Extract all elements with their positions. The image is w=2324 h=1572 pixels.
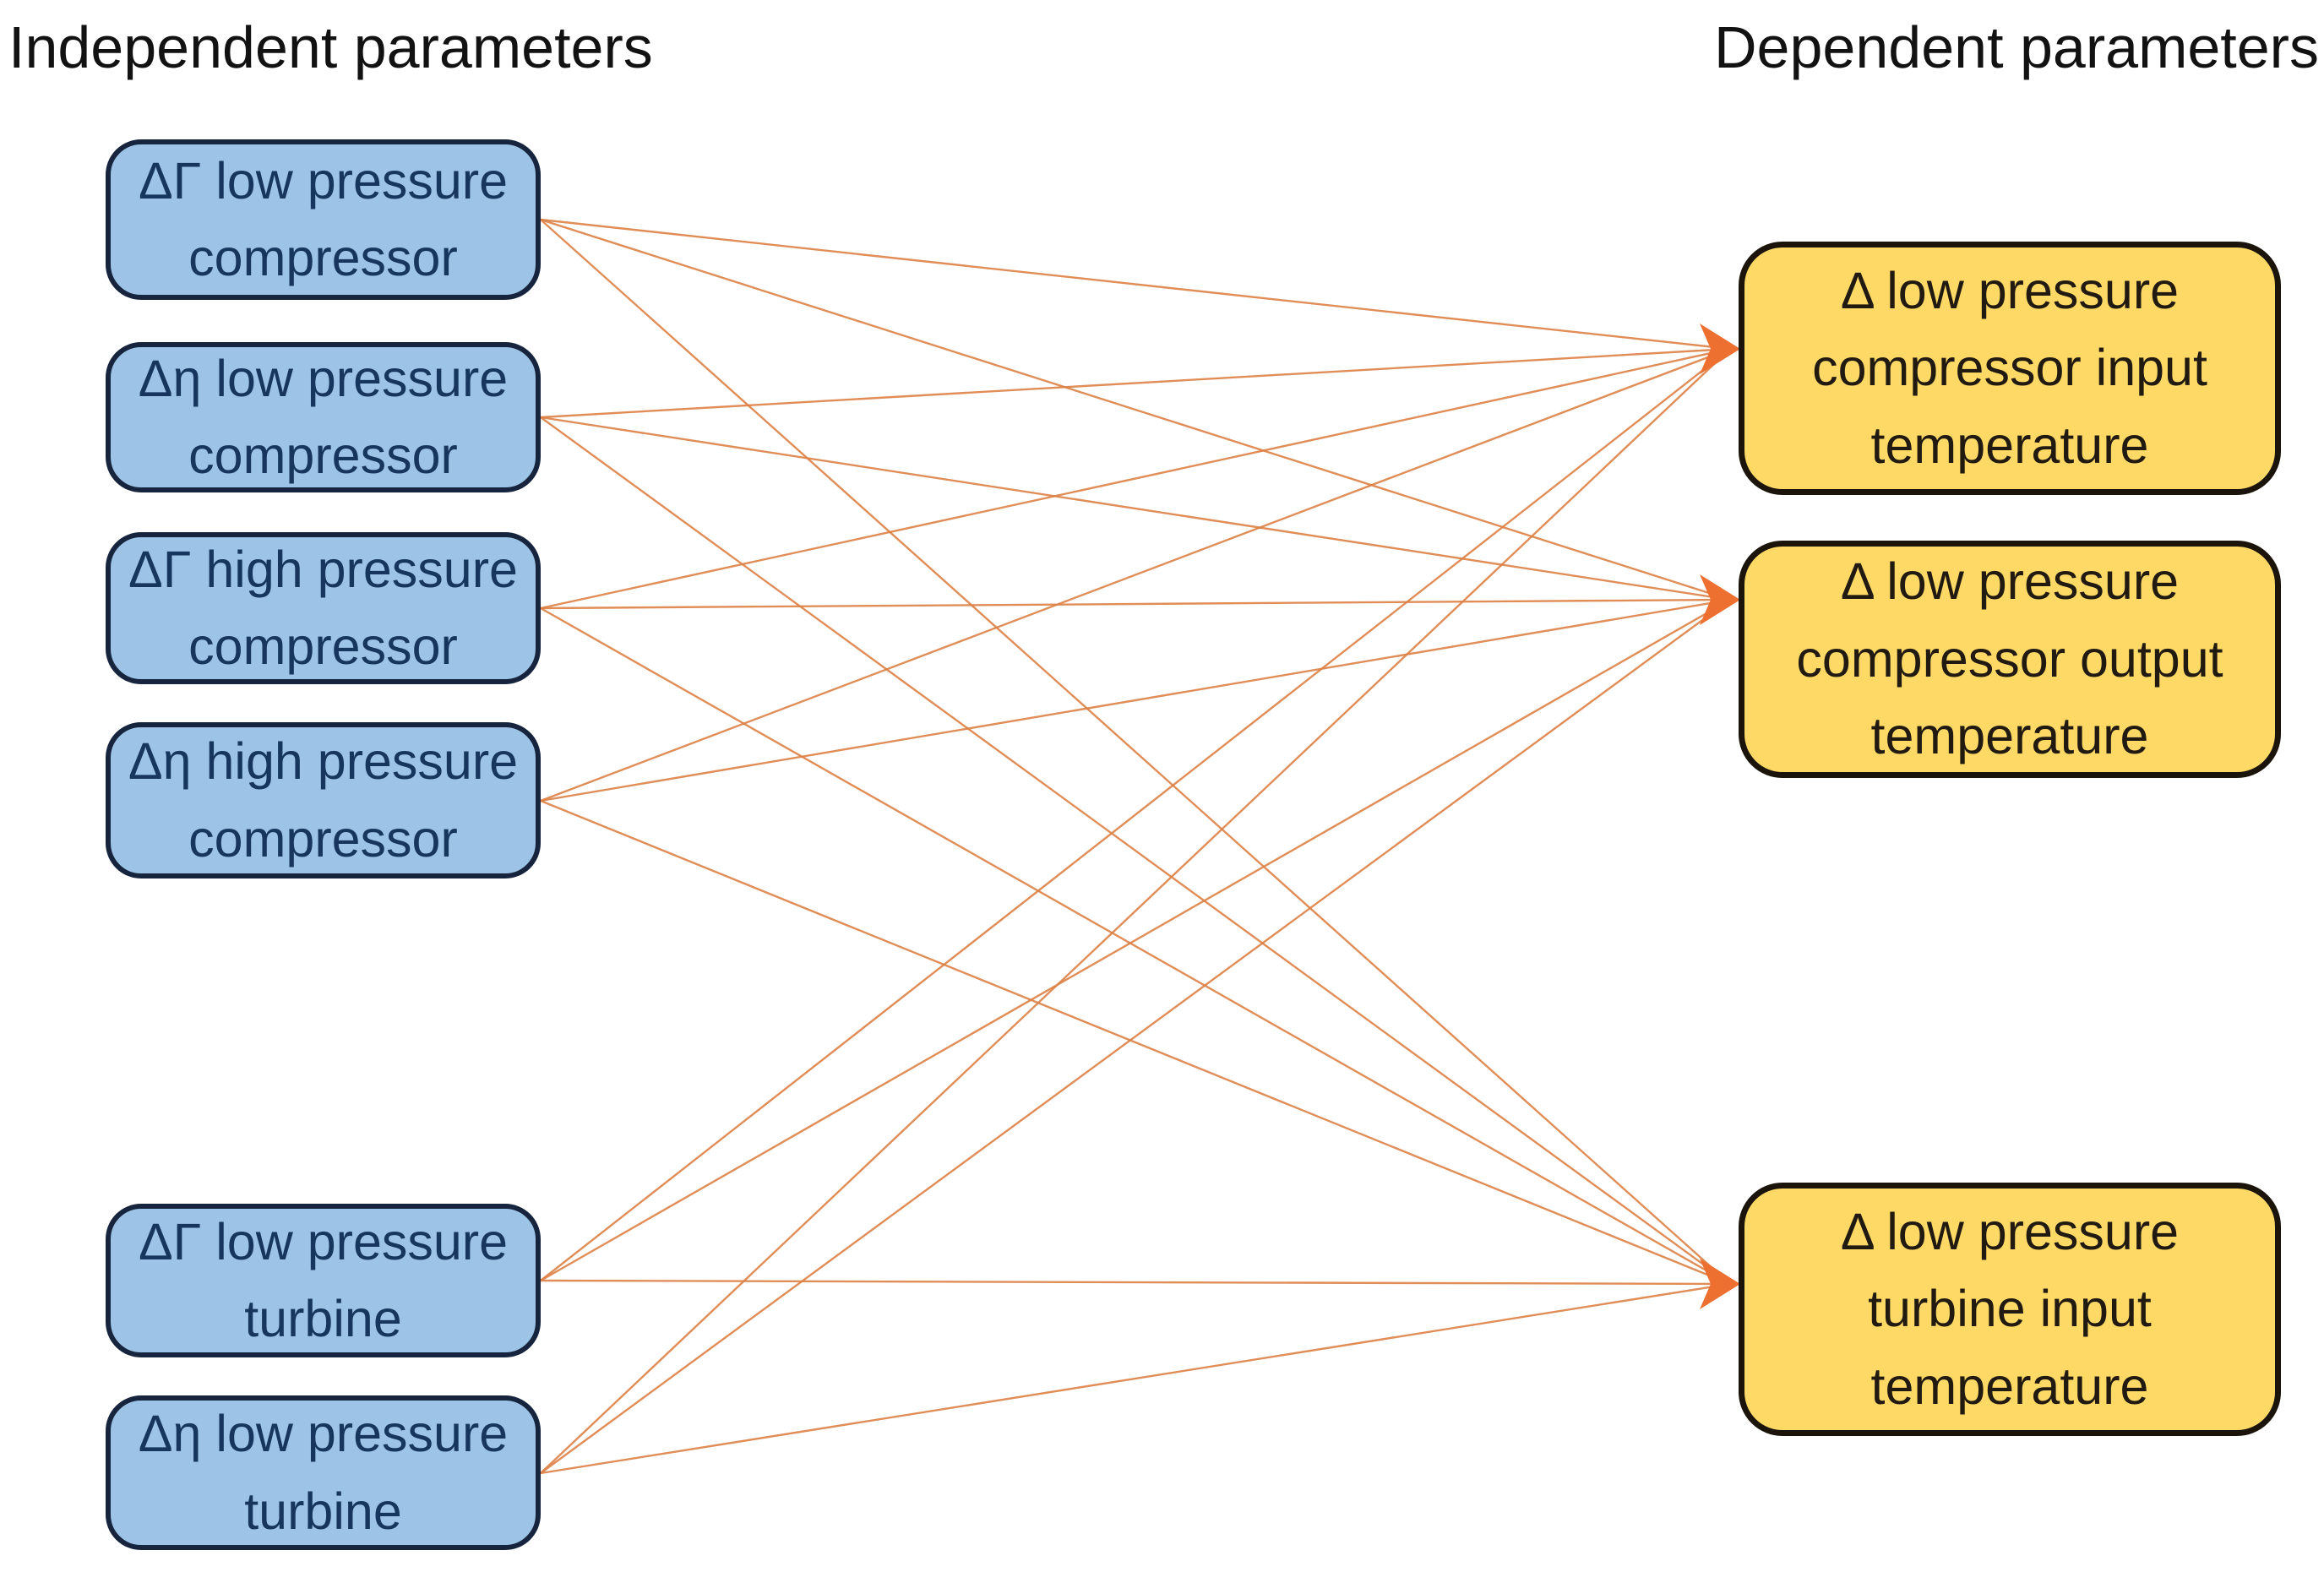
independent-node-delta-eta-high-pressure-compressor: Δη high pressure compressor: [106, 722, 541, 878]
dependent-node-delta-lpt-input-temperature: Δ low pressure turbine input temperature: [1739, 1183, 2281, 1436]
independent-node-delta-gamma-high-pressure-compressor: ΔΓ high pressure compressor: [106, 532, 541, 684]
dependent-node-delta-lpc-input-temperature: Δ low pressure compressor input temperat…: [1739, 242, 2281, 495]
independent-node-delta-eta-low-pressure-turbine: Δη low pressure turbine: [106, 1395, 541, 1550]
independent-parameters-heading: Independent parameters: [8, 14, 653, 80]
independent-node-delta-eta-low-pressure-compressor: Δη low pressure compressor: [106, 342, 541, 492]
dependent-node-delta-lpc-output-temperature: Δ low pressure compressor output tempera…: [1739, 541, 2281, 778]
independent-node-delta-gamma-low-pressure-turbine: ΔΓ low pressure turbine: [106, 1204, 541, 1357]
independent-node-delta-gamma-low-pressure-compressor: ΔΓ low pressure compressor: [106, 139, 541, 300]
dependent-parameters-heading: Dependent parameters: [1714, 14, 2319, 80]
